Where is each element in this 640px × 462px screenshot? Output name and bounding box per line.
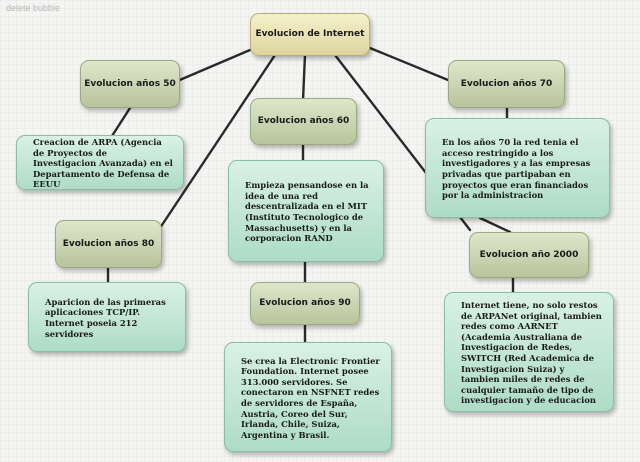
text-node-60-content: Empieza pensandose en la idea de una red… (245, 180, 369, 244)
text-node-90[interactable]: Se crea la Electronic Frontier Foundatio… (224, 342, 392, 452)
text-node-50[interactable]: Creacion de ARPA (Agencia de Proyectos d… (16, 135, 184, 190)
connector-root-50 (173, 48, 252, 84)
node-evolucion-2000-label: Evolucion año 2000 (479, 249, 579, 260)
delete-bubble-hint[interactable]: delete bubble (6, 3, 61, 13)
node-evolucion-50[interactable]: Evolucion años 50 (80, 60, 180, 108)
connector-root-80 (158, 53, 277, 230)
text-node-70[interactable]: En los años 70 la red tenia el acceso re… (425, 118, 610, 218)
node-evolucion-60[interactable]: Evolucion años 60 (250, 98, 357, 145)
connector-root-60 (301, 53, 307, 102)
node-evolucion-80[interactable]: Evolucion años 80 (55, 220, 162, 268)
node-evolucion-80-label: Evolucion años 80 (62, 238, 155, 249)
node-evolucion-90-label: Evolucion años 90 (259, 298, 351, 309)
text-node-70-content: En los años 70 la red tenia el acceso re… (442, 137, 591, 201)
node-evolucion-70-label: Evolucion años 70 (460, 78, 553, 89)
text-node-80[interactable]: Aparicion de las primeras aplicaciones T… (28, 282, 186, 352)
text-node-2000-content: Internet tiene, no solo restos de ARPANe… (461, 300, 602, 406)
root-label: Evolucion de Internet (255, 29, 365, 40)
node-evolucion-60-label: Evolucion años 60 (257, 116, 350, 127)
text-node-50-content: Creacion de ARPA (Agencia de Proyectos d… (33, 137, 173, 190)
connector-root-70 (368, 46, 450, 82)
root-node[interactable]: Evolucion de Internet (250, 13, 370, 56)
connector-70text-2000 (478, 216, 512, 234)
node-evolucion-90[interactable]: Evolucion años 90 (250, 282, 360, 325)
node-evolucion-70[interactable]: Evolucion años 70 (448, 60, 565, 108)
node-evolucion-2000[interactable]: Evolucion año 2000 (469, 232, 589, 278)
text-node-80-content: Aparicion de las primeras aplicaciones T… (45, 296, 166, 339)
text-node-60[interactable]: Empieza pensandose en la idea de una red… (228, 160, 384, 262)
node-evolucion-50-label: Evolucion años 50 (84, 78, 176, 89)
connector-50-text (110, 106, 132, 138)
text-node-90-content: Se crea la Electronic Frontier Foundatio… (241, 355, 380, 440)
text-node-2000[interactable]: Internet tiene, no solo restos de ARPANe… (444, 292, 614, 412)
